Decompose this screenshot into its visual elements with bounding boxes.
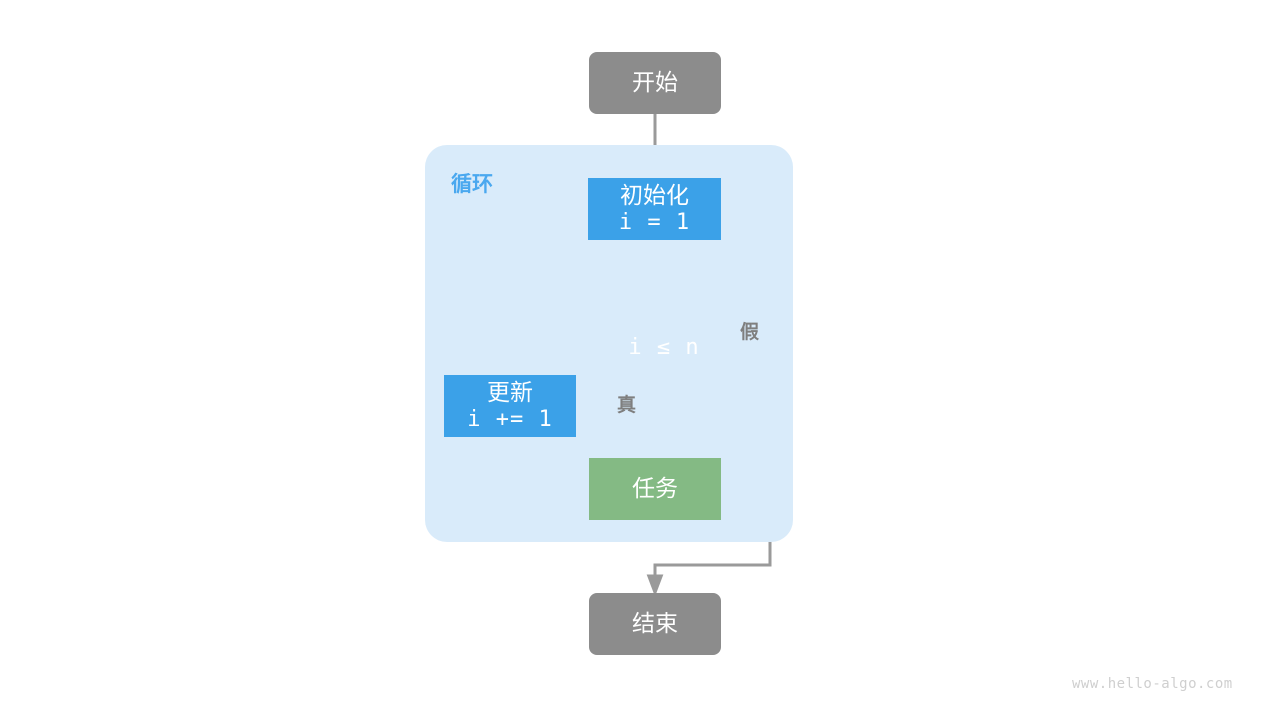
start-node[interactable]	[589, 52, 721, 114]
loop-container-label: 循环	[451, 172, 493, 196]
init-node[interactable]	[588, 178, 721, 240]
watermark: www.hello-algo.com	[1072, 676, 1233, 692]
update-node[interactable]	[444, 375, 576, 437]
edge-label-false: 假	[740, 321, 760, 343]
edge-label-true: 真	[617, 394, 637, 416]
end-node[interactable]	[589, 593, 721, 655]
task-node[interactable]	[589, 458, 721, 520]
